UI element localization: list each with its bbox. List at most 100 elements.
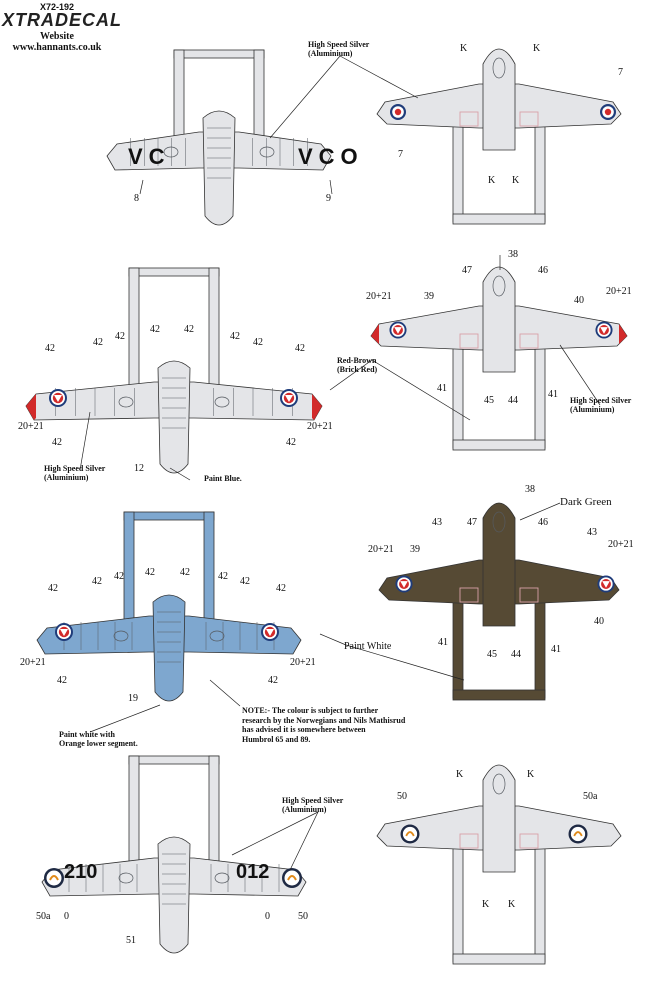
aircraft-2-top [370, 266, 628, 451]
sheet-code: X72-192 [39, 2, 75, 12]
callout-50a: 50a [36, 911, 51, 922]
roundel-icon [390, 104, 406, 120]
callout-42: 42 [295, 343, 305, 354]
aircraft-3-underside [36, 511, 302, 702]
callout-8: 8 [134, 193, 139, 204]
callout-39: 39 [424, 291, 434, 302]
norway-roundel-icon [389, 321, 407, 339]
brand-logo: XTRADECAL [2, 10, 122, 30]
code-vc: VC [128, 144, 171, 169]
callout-39: 39 [410, 544, 420, 555]
callout-20-21: 20+21 [606, 286, 632, 297]
leader-line [79, 411, 91, 471]
callout-45: 45 [487, 649, 497, 660]
callout-41: 41 [551, 644, 561, 655]
label-dark-green: Dark Green [560, 496, 612, 508]
aircraft-4-top [376, 764, 622, 965]
norway-roundel-icon [49, 389, 67, 407]
callout-42: 42 [114, 571, 124, 582]
callout-43: 43 [432, 517, 442, 528]
callout-20-21: 20+21 [307, 421, 333, 432]
norway-roundel-icon [280, 389, 298, 407]
callout-45: 45 [484, 395, 494, 406]
website-label: Website [40, 31, 74, 42]
callout-41: 41 [437, 383, 447, 394]
callout-7: 7 [398, 149, 403, 160]
callout-38: 38 [508, 249, 518, 260]
header: X72-192 XTRADECAL Website www.hannants.c… [2, 2, 122, 53]
callout-42: 42 [218, 571, 228, 582]
callout-42: 42 [184, 324, 194, 335]
leader-line [345, 644, 465, 681]
aircraft-1-top [376, 48, 622, 225]
callout-42: 42 [45, 343, 55, 354]
callout-42: 42 [253, 337, 263, 348]
norway-roundel-icon [55, 623, 73, 641]
callout-0: 0 [64, 911, 69, 922]
callout-42: 42 [48, 583, 58, 594]
callout-42: 42 [57, 675, 67, 686]
code-012: 012 [236, 861, 270, 883]
callout-42: 42 [276, 583, 286, 594]
leader-line [339, 55, 419, 99]
callout-42: 42 [52, 437, 62, 448]
squadron-badge-icon [568, 824, 588, 844]
callout-50: 50 [298, 911, 308, 922]
aircraft-3-top [378, 502, 620, 701]
callout-42: 42 [93, 337, 103, 348]
callout-20-21: 20+21 [368, 544, 394, 555]
callout-42: 42 [115, 331, 125, 342]
label-hss-4: High Speed Silver (Aluminium) [282, 796, 344, 815]
roundel-icon [600, 104, 616, 120]
label-paint-white: Paint White [344, 641, 392, 652]
callout-41: 41 [548, 389, 558, 400]
label-paint-white-orange: Paint white with Orange lower segment. [59, 730, 138, 749]
callout-9: 9 [326, 193, 331, 204]
leader-line [559, 344, 601, 406]
aircraft-4-underside [41, 755, 307, 954]
callout-42: 42 [145, 567, 155, 578]
code-210: 210 [64, 861, 98, 883]
callout-47: 47 [467, 517, 477, 528]
leader-line [169, 467, 191, 481]
callout-41: 41 [438, 637, 448, 648]
norway-roundel-icon [395, 575, 413, 593]
colour-note: NOTE:- The colour is subject to further … [242, 706, 406, 744]
callout-0: 0 [265, 911, 270, 922]
callout-7: 7 [618, 67, 623, 78]
callout-k: K [460, 43, 468, 54]
leader-line [209, 679, 241, 707]
callout-42: 42 [240, 576, 250, 587]
callout-k: K [482, 899, 490, 910]
label-hss-3: High Speed Silver (Aluminium) [570, 396, 632, 415]
code-vco: VCO [298, 144, 364, 169]
callout-42: 42 [92, 576, 102, 587]
website-link[interactable]: www.hannants.co.uk [12, 42, 102, 53]
callout-19: 19 [128, 693, 138, 704]
aircraft-2-underside [25, 267, 323, 474]
squadron-badge-icon [400, 824, 420, 844]
label-hss-1: High Speed Silver (Aluminium) [308, 40, 370, 59]
callout-k: K [488, 175, 496, 186]
callout-43: 43 [587, 527, 597, 538]
leader-line [231, 811, 319, 856]
leader-line [371, 359, 471, 421]
callout-50a: 50a [583, 791, 598, 802]
norway-roundel-icon [597, 575, 615, 593]
callout-44: 44 [511, 649, 521, 660]
leader-line [139, 179, 144, 195]
callout-20-21: 20+21 [608, 539, 634, 550]
leader-line [269, 55, 341, 139]
squadron-badge-icon [44, 868, 64, 888]
leader-line [329, 179, 333, 195]
callout-k: K [508, 899, 516, 910]
callout-20-21: 20+21 [18, 421, 44, 432]
label-paint-blue: Paint Blue. [204, 474, 242, 483]
callout-38: 38 [525, 484, 535, 495]
callout-12: 12 [134, 463, 144, 474]
callout-42: 42 [180, 567, 190, 578]
callout-20-21: 20+21 [366, 291, 392, 302]
norway-roundel-icon [595, 321, 613, 339]
callout-k: K [512, 175, 520, 186]
